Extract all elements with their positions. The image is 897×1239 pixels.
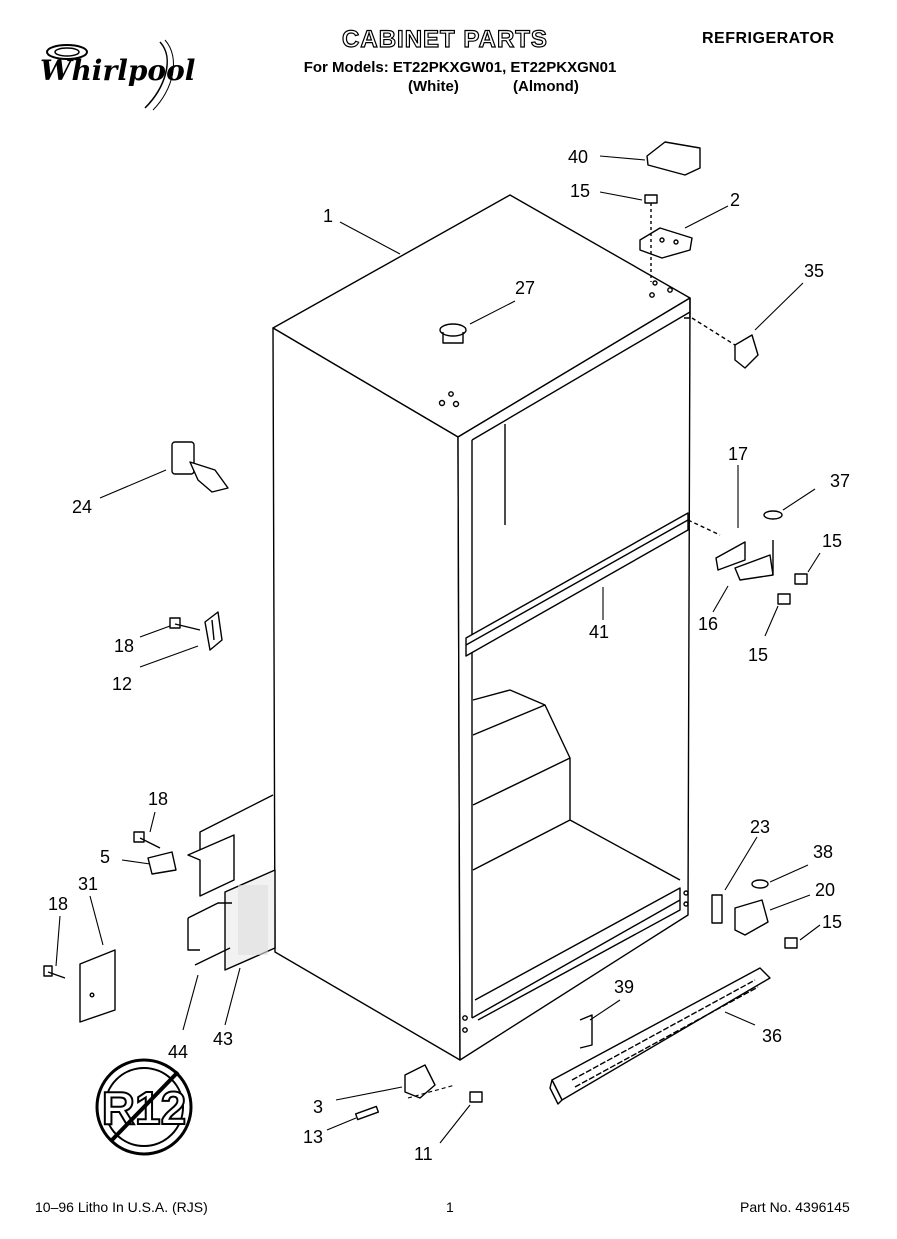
bottom-hinge-part-20-23 xyxy=(711,879,798,949)
callout: 23 xyxy=(750,817,770,837)
appliance-category: REFRIGERATOR xyxy=(702,30,835,47)
bracket-part-5 xyxy=(147,834,235,897)
top-hinge-part-2 xyxy=(639,194,693,282)
callout: 31 xyxy=(78,874,98,894)
callout: 43 xyxy=(213,1029,233,1049)
callout: 15 xyxy=(748,645,768,665)
plug-part-27 xyxy=(439,323,467,344)
variant-almond: (Almond) xyxy=(513,78,579,95)
callout: 5 xyxy=(100,847,110,867)
litho-note: 10–96 Litho In U.S.A. (RJS) xyxy=(35,1199,208,1215)
part-number: Part No. 4396145 xyxy=(740,1199,850,1215)
center-hinge-part-16-17 xyxy=(687,510,808,605)
callout: 41 xyxy=(589,622,609,642)
callout: 16 xyxy=(698,614,718,634)
brand-logo: Whirlpool xyxy=(40,54,196,87)
callout: 17 xyxy=(728,444,748,464)
callout: 39 xyxy=(614,977,634,997)
callout: 36 xyxy=(762,1026,782,1046)
callout: 1 xyxy=(323,206,333,226)
callout-labels: 1 2 3 5 11 12 13 15 15 15 15 16 17 18 18… xyxy=(48,147,850,1164)
callout: 3 xyxy=(313,1097,323,1117)
bracket-part-12 xyxy=(204,611,223,651)
callout: 38 xyxy=(813,842,833,862)
callout: 27 xyxy=(515,278,535,298)
page-number: 1 xyxy=(446,1199,454,1215)
callout: 18 xyxy=(114,636,134,656)
callout: 35 xyxy=(804,261,824,281)
callout: 44 xyxy=(168,1042,188,1062)
callout: 2 xyxy=(730,190,740,210)
door-stop-part-24 xyxy=(171,441,229,493)
callout: 18 xyxy=(48,894,68,914)
callout: 18 xyxy=(148,789,168,809)
callout: 24 xyxy=(72,497,92,517)
callout: 40 xyxy=(568,147,588,167)
variant-white: (White) xyxy=(408,78,459,95)
clip-part-39 xyxy=(579,1014,593,1049)
cover-part-31 xyxy=(79,949,116,1023)
hinge-cap-part-40 xyxy=(646,141,701,176)
callout: 20 xyxy=(815,880,835,900)
hinge-cover-part-35 xyxy=(691,317,759,369)
callout: 15 xyxy=(570,181,590,201)
callout: 11 xyxy=(414,1144,433,1164)
base-grille-part-36 xyxy=(549,967,771,1105)
leader-lines xyxy=(55,155,821,1144)
callout: 37 xyxy=(830,471,850,491)
screw-part-18 xyxy=(43,617,201,979)
callout: 13 xyxy=(303,1127,323,1147)
r12-prohibited-badge: R12 xyxy=(95,1058,193,1156)
model-list: For Models: ET22PKXGW01, ET22PKXGN01 xyxy=(303,59,617,76)
whirlpool-swirl-icon xyxy=(46,39,174,111)
callout: 15 xyxy=(822,912,842,932)
divider-mullion xyxy=(465,512,689,657)
side-panel xyxy=(187,794,276,971)
roller-part-3-11-13 xyxy=(354,1064,483,1121)
page-title: CABINET PARTS xyxy=(341,25,548,53)
callout: 12 xyxy=(112,674,132,694)
callout: 15 xyxy=(822,531,842,551)
cabinet-body xyxy=(272,194,691,1061)
